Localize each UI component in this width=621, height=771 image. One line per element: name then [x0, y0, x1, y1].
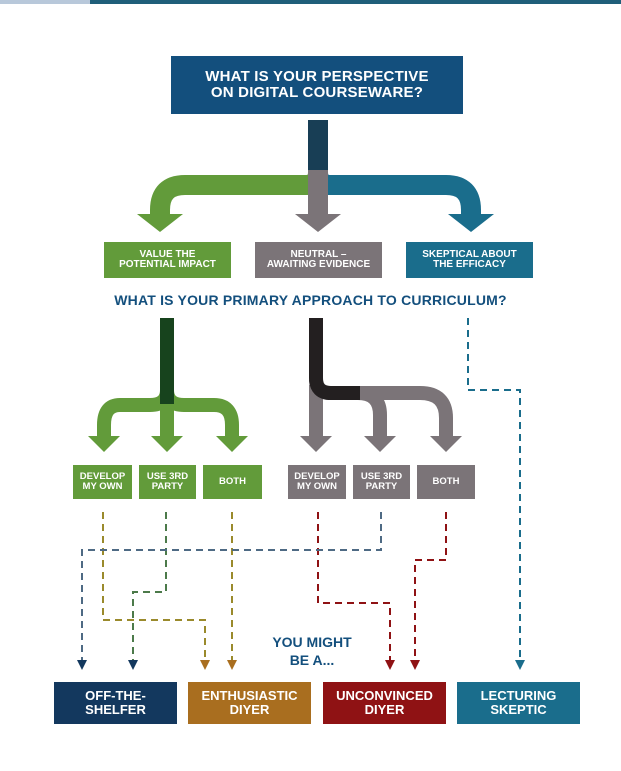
branch-arrow-green: [150, 120, 328, 214]
top-bar-dark: [90, 0, 621, 4]
green-option-develop: DEVELOP MY OWN: [73, 465, 132, 499]
path-gray-3rd-to-offshelfer: [81, 512, 382, 660]
branch-arrow-teal: [308, 120, 481, 214]
gray-branch-right: [330, 386, 453, 436]
perspective-value: VALUE THE POTENTIAL IMPACT: [104, 242, 231, 278]
arrowhead-r6: [410, 660, 420, 670]
green-trunk: [160, 318, 174, 404]
gray-option-both: BOTH: [417, 465, 475, 499]
green-option-both: BOTH: [203, 465, 262, 499]
green-option-3rd-party: USE 3RD PARTY: [139, 465, 196, 499]
arrowhead-teal: [448, 214, 494, 232]
path-gray-develop-to-unconvinced: [317, 512, 391, 660]
arrowhead-g2: [151, 436, 183, 452]
perspective-skeptical: SKEPTICAL ABOUT THE EFFICACY: [406, 242, 533, 278]
result-unconvinced-diyer: UNCONVINCED DIYER: [323, 682, 446, 724]
arrowhead-n3: [430, 436, 462, 452]
gray-trunk: [309, 318, 360, 400]
arrowhead-gray: [295, 214, 341, 232]
trunk-top: [308, 120, 328, 170]
path-gray-both-to-unconvinced: [414, 512, 447, 660]
arrowhead-green: [137, 214, 183, 232]
result-off-the-shelfer: OFF-THE- SHELFER: [54, 682, 177, 724]
arrowhead-r7: [515, 660, 525, 670]
result-enthusiastic-diyer: ENTHUSIASTIC DIYER: [188, 682, 311, 724]
main-question-box: WHAT IS YOUR PERSPECTIVE ON DIGITAL COUR…: [171, 56, 463, 114]
arrowhead-r4: [227, 660, 237, 670]
gray-option-develop: DEVELOP MY OWN: [288, 465, 346, 499]
curriculum-question: WHAT IS YOUR PRIMARY APPROACH TO CURRICU…: [114, 292, 507, 308]
arrowhead-r3: [200, 660, 210, 670]
arrowhead-r1: [77, 660, 87, 670]
arrowhead-n2: [364, 436, 396, 452]
arrowhead-r2: [128, 660, 138, 670]
arrowhead-r5: [385, 660, 395, 670]
arrowhead-g1: [88, 436, 120, 452]
perspective-neutral: NEUTRAL – AWAITING EVIDENCE: [255, 242, 382, 278]
gray-option-3rd-party: USE 3RD PARTY: [353, 465, 410, 499]
you-might-be-label: YOU MIGHT BE A...: [272, 634, 352, 668]
green-branch-left: [97, 389, 174, 436]
path-green-3rd-to-offshelfer: [132, 512, 167, 660]
result-lecturing-skeptic: LECTURING SKEPTIC: [457, 682, 580, 724]
green-branch-right: [160, 389, 239, 436]
path-green-develop-to-enthusiastic: [102, 512, 206, 660]
top-bar-light: [0, 0, 90, 4]
arrowhead-n1: [300, 436, 332, 452]
path-skeptical-to-lecturing: [467, 318, 521, 660]
arrowhead-g3: [216, 436, 248, 452]
